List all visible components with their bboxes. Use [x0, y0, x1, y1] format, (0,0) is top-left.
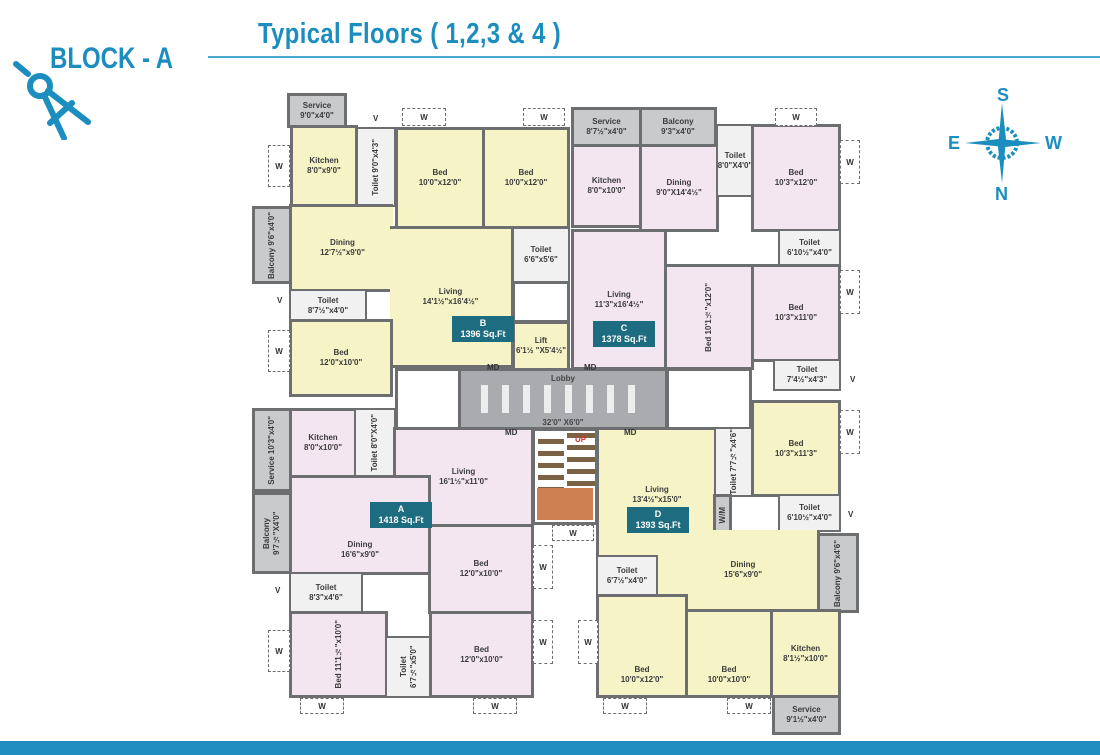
window: W: [268, 330, 290, 372]
utility-shaft-right: [666, 368, 752, 430]
lobby-dims: 32'0" X6'0": [542, 418, 584, 427]
unit-b-toilet-1: Toilet 9'0"x4'3": [356, 127, 396, 207]
window: W: [727, 698, 771, 714]
ventilator-label: V: [277, 296, 283, 305]
window: W: [268, 145, 290, 187]
window: W: [300, 698, 344, 714]
main-door-unit-c[interactable]: MD: [584, 363, 597, 372]
stair-landing: [537, 488, 593, 520]
title-divider: [208, 56, 1100, 58]
window: W: [552, 525, 594, 541]
window: W: [523, 108, 565, 126]
unit-a-balcony: Balcony 9'7½"X4'0": [252, 492, 292, 574]
compass-east-label: E: [948, 133, 961, 153]
compass-west-label: W: [1045, 133, 1062, 153]
unit-d-toilet-1: Toilet 7'7½"x4'6": [714, 427, 754, 497]
ventilator-label: V: [275, 586, 281, 595]
drafting-compass-icon: [13, 61, 91, 140]
window: W: [840, 270, 860, 314]
unit-a-bed-2: Bed 11'1½"x10'0": [289, 611, 388, 698]
compass-south-label: S: [997, 85, 1010, 105]
compass-north-label: N: [995, 184, 1008, 204]
main-door-unit-d[interactable]: MD: [624, 428, 637, 437]
unit-a-toilet-3: Toilet 6'7½"x5'0": [385, 636, 432, 698]
footer-bar: [0, 741, 1100, 755]
compass-star-icon: [965, 103, 1041, 183]
ventilator-label: V: [373, 114, 379, 123]
lobby-label: Lobby: [551, 374, 575, 383]
main-door-unit-a[interactable]: MD: [505, 428, 518, 437]
page-title: Typical Floors ( 1,2,3 & 4 ): [258, 18, 562, 50]
utility-shaft-left: [395, 368, 461, 430]
compass-rose: S E W N: [945, 85, 1075, 205]
unit-a-toilet-1: Toilet 8'0"X4'0": [354, 408, 396, 478]
main-door-unit-b[interactable]: MD: [487, 363, 500, 372]
unit-b-balcony: Balcony 9'6"x4'0": [252, 206, 292, 284]
duct-shaft: [512, 281, 570, 323]
unit-a-service: Service 10'3"x4'0": [252, 408, 292, 492]
window: W: [473, 698, 517, 714]
staircase[interactable]: UP: [532, 428, 598, 525]
window: W: [533, 545, 553, 589]
window: W: [533, 620, 553, 664]
window: W: [603, 698, 647, 714]
stair-up-label: UP: [575, 435, 587, 444]
ventilator-label: V: [850, 375, 856, 384]
window: W: [402, 108, 446, 126]
unit-c-bed-2: Bed 10'1½"x12'0": [664, 264, 754, 370]
ventilator-label: V: [848, 510, 854, 519]
window: W: [775, 108, 817, 126]
window: W: [840, 140, 860, 184]
window: W: [840, 410, 860, 454]
window: W: [268, 630, 290, 672]
block-title: BLOCK - A: [50, 42, 174, 75]
lobby: Lobby 32'0" X6'0": [458, 368, 668, 430]
unit-d-balcony: Balcony 9'6"x4'6": [817, 533, 859, 613]
window: W: [578, 620, 598, 664]
